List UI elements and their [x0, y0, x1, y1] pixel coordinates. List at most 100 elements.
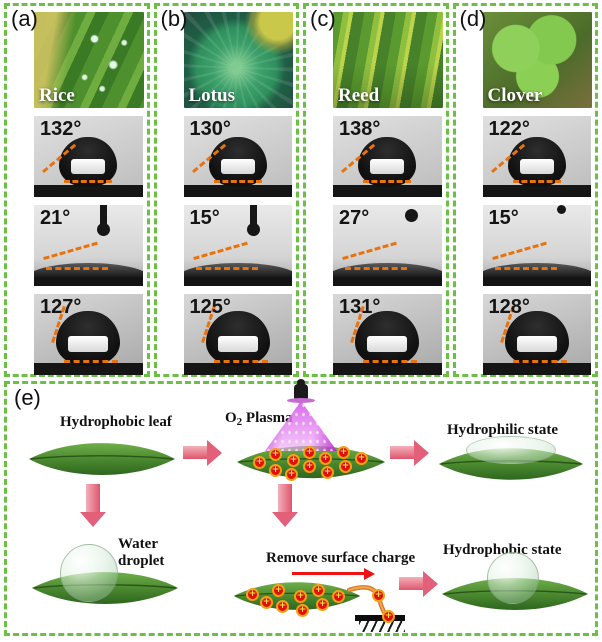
process-arrow-down-icon	[86, 484, 100, 512]
spread-droplet-silhouette	[183, 263, 292, 279]
panel-schematic: (e) Hydrophobic leaf O2 Plasma Hydroph	[4, 379, 598, 636]
plant-name-label: Rice	[39, 85, 75, 106]
surface-charge-icon	[372, 589, 385, 602]
surface-charge-icon	[276, 600, 289, 613]
baseline-dashed-line	[494, 267, 557, 270]
panel-lotus: (b) Lotus 130° 15° 125°	[153, 3, 299, 377]
baseline-dashed-line	[213, 360, 268, 363]
process-arrow-down-icon	[278, 484, 292, 512]
recovered-angle-image: 131°	[333, 294, 442, 375]
panel-letter: (c)	[310, 6, 336, 31]
remove-surface-charge-label: Remove surface charge	[266, 550, 416, 566]
recovered-angle-image: 128°	[482, 294, 591, 375]
surface-charge-icon	[332, 590, 345, 603]
hydrophobic-leaf-label: Hydrophobic leaf	[60, 414, 172, 430]
process-arrow-icon	[390, 446, 414, 459]
water-droplet-silhouette	[59, 137, 118, 187]
baseline-dashed-line	[64, 360, 118, 363]
surface-charge-icon	[303, 460, 316, 473]
dispensing-needle	[249, 205, 257, 227]
panel-letter: (e)	[14, 385, 41, 410]
water-droplet-sphere-icon	[60, 544, 118, 602]
o2-plasma-label: O2 Plasma	[225, 410, 293, 428]
plant-name-label: Clover	[487, 85, 543, 106]
tangent-dashed-line	[342, 241, 397, 260]
recovered-angle-value: 131°	[339, 296, 381, 318]
surface-charge-icon	[269, 448, 282, 461]
droplet-highlight	[68, 336, 109, 352]
surface-charge-icon	[312, 584, 325, 597]
surface-charge-icon	[260, 596, 273, 609]
surface-charge-icon	[287, 454, 300, 467]
sliding-angle-image: 15°	[482, 205, 591, 286]
plasma-nozzle-base	[287, 398, 315, 403]
leaf-illustration	[28, 443, 176, 475]
droplet-highlight	[519, 159, 554, 174]
substrate-bar	[183, 278, 292, 286]
contact-angle-image: 132°	[34, 116, 143, 197]
surface-charge-icon	[355, 452, 368, 465]
droplet-highlight	[217, 336, 258, 352]
contact-angle-image: 130°	[183, 116, 292, 197]
baseline-dashed-line	[46, 267, 108, 270]
contact-angle-value: 130°	[189, 118, 231, 140]
substrate-bar	[333, 278, 442, 286]
spread-droplet-silhouette	[333, 263, 442, 279]
hydrophobic-state-label: Hydrophobic state	[443, 542, 562, 558]
water-droplet-silhouette	[56, 311, 121, 366]
surface-charge-icon	[296, 604, 309, 617]
tangent-dashed-line	[192, 241, 248, 260]
water-droplet-sphere-icon	[487, 552, 539, 604]
process-arrow-icon	[399, 577, 423, 590]
substrate-bar	[482, 363, 591, 375]
process-arrow-icon	[183, 446, 207, 459]
substrate-bar	[482, 185, 591, 197]
water-droplet-silhouette	[205, 311, 270, 366]
reed-leaf-photo: Reed	[333, 12, 443, 108]
needle-droplet	[556, 205, 566, 214]
substrate-bar	[333, 363, 442, 375]
panel-rice: (a) Rice 132° 21° 127°	[4, 3, 150, 377]
baseline-dashed-line	[64, 180, 112, 183]
needle-droplet	[97, 223, 110, 236]
substrate-bar	[183, 363, 292, 375]
surface-charge-icon	[316, 598, 329, 611]
surface-charge-icon	[269, 464, 282, 477]
ground-symbol	[355, 615, 405, 621]
water-droplet-silhouette	[507, 137, 566, 187]
spread-water-film-icon	[466, 436, 556, 464]
sliding-angle-image: 27°	[333, 205, 442, 286]
substrate-bar	[34, 185, 143, 197]
droplet-highlight	[220, 159, 255, 174]
sliding-angle-value: 27°	[339, 207, 370, 229]
surface-charge-icon	[294, 590, 307, 603]
panel-letter: (a)	[11, 6, 38, 31]
droplet-highlight	[370, 159, 405, 174]
spread-droplet-silhouette	[34, 263, 143, 279]
baseline-dashed-line	[512, 360, 567, 363]
tangent-dashed-line	[43, 241, 98, 260]
water-droplet-silhouette	[504, 311, 569, 366]
recovered-angle-value: 128°	[488, 296, 530, 318]
surface-charge-icon	[253, 456, 266, 469]
surface-charge-icon	[339, 460, 352, 473]
needle-droplet	[246, 223, 260, 236]
baseline-dashed-line	[363, 360, 417, 363]
ground-hatch-lines	[359, 621, 405, 632]
contact-angle-image: 122°	[482, 116, 591, 197]
surface-charge-icon	[321, 466, 334, 479]
baseline-dashed-line	[512, 180, 561, 183]
surface-charge-icon	[319, 452, 332, 465]
contact-angle-value: 138°	[339, 118, 381, 140]
panel-reed: (c) Reed 138° 27° 131°	[303, 3, 449, 377]
droplet-highlight	[71, 159, 106, 174]
sliding-angle-image: 21°	[34, 205, 143, 286]
contact-angle-value: 122°	[488, 118, 530, 140]
needle-droplet	[405, 209, 418, 222]
spread-droplet-silhouette	[482, 263, 591, 279]
substrate-bar	[34, 363, 143, 375]
substrate-bar	[333, 185, 442, 197]
recovered-angle-value: 125°	[189, 296, 231, 318]
